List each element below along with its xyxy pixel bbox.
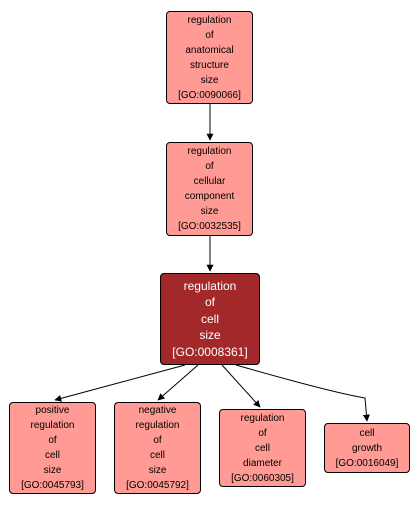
node-label-line: size: [43, 465, 62, 476]
node-label-line: cell: [149, 450, 165, 461]
node-label-line: regulation: [187, 14, 232, 26]
node-label-line: component: [184, 191, 235, 202]
go-id: [GO:0045792]: [126, 480, 189, 491]
node-negative-regulation-of-cell-size[interactable]: negative regulation of cell size [GO:0045792]: [114, 402, 201, 494]
node-label: positive regulation of cell size [GO:0045793]: [21, 403, 84, 493]
node-label-line: regulation: [183, 278, 237, 293]
node-positive-regulation-of-cell-size[interactable]: positive regulation of cell size [GO:0045793]: [9, 402, 96, 494]
node-regulation-of-cell-diameter[interactable]: regulation of cell diameter [GO:0060305]: [219, 409, 306, 487]
node-label: regulation of cellular component size [GO:003…: [178, 144, 241, 234]
go-id: [GO:0045793]: [21, 480, 84, 491]
node-label-line: of: [205, 29, 214, 41]
node-label-line: of: [153, 435, 162, 446]
node-label-line: of: [205, 161, 214, 172]
edge-n3-n7: [235, 364, 370, 422]
node-label-line: regulation: [135, 420, 180, 431]
node-label-line: cell: [254, 442, 270, 454]
go-id: [GO:0032535]: [178, 221, 241, 232]
node-label-line: size: [199, 328, 221, 343]
edge-n3-n4: [54, 364, 186, 402]
node-label-line: cell: [200, 311, 219, 326]
node-label-line: negative: [138, 405, 177, 416]
node-label-line: cell: [44, 450, 60, 461]
node-label-line: growth: [351, 442, 382, 454]
edge-n3-n5: [157, 364, 199, 401]
node-label: negative regulation of cell size [GO:0045792]: [126, 403, 189, 493]
node-label: cell growth [GO:0016049]: [336, 426, 399, 471]
node-label-line: of: [258, 427, 267, 439]
node-label-line: of: [204, 295, 215, 310]
node-label-line: structure: [190, 59, 229, 71]
edge-n3-n6: [221, 364, 261, 408]
node-cell-growth[interactable]: cell growth [GO:0016049]: [324, 423, 410, 473]
node-label-line: regulation: [30, 420, 75, 431]
node-label-line: regulation: [187, 146, 232, 157]
node-label-line: cell: [359, 427, 375, 439]
node-label: regulation of cell diameter [GO:0060305]: [231, 411, 294, 486]
node-label-line: positive: [35, 405, 70, 416]
go-id: [GO:0060305]: [231, 472, 294, 484]
node-regulation-of-cellular-component-size[interactable]: regulation of cellular component size [GO:003…: [166, 142, 253, 236]
go-id: [GO:0008361]: [172, 344, 248, 359]
node-label-line: diameter: [243, 457, 282, 469]
node-label-line: size: [200, 74, 219, 86]
node-label-line: size: [200, 206, 219, 217]
node-label: regulation of anatomical structure size [GO:0…: [178, 13, 241, 103]
node-label-line: cellular: [193, 176, 226, 187]
node-regulation-of-anatomical-structure-size[interactable]: regulation of anatomical structure size [GO:0…: [166, 11, 253, 104]
go-id: [GO:0016049]: [335, 457, 399, 469]
node-label-line: of: [48, 435, 57, 446]
node-label-line: size: [148, 465, 167, 476]
go-id: [GO:0090066]: [178, 89, 241, 101]
node-label-line: anatomical: [185, 44, 234, 56]
node-label-line: regulation: [240, 412, 285, 424]
